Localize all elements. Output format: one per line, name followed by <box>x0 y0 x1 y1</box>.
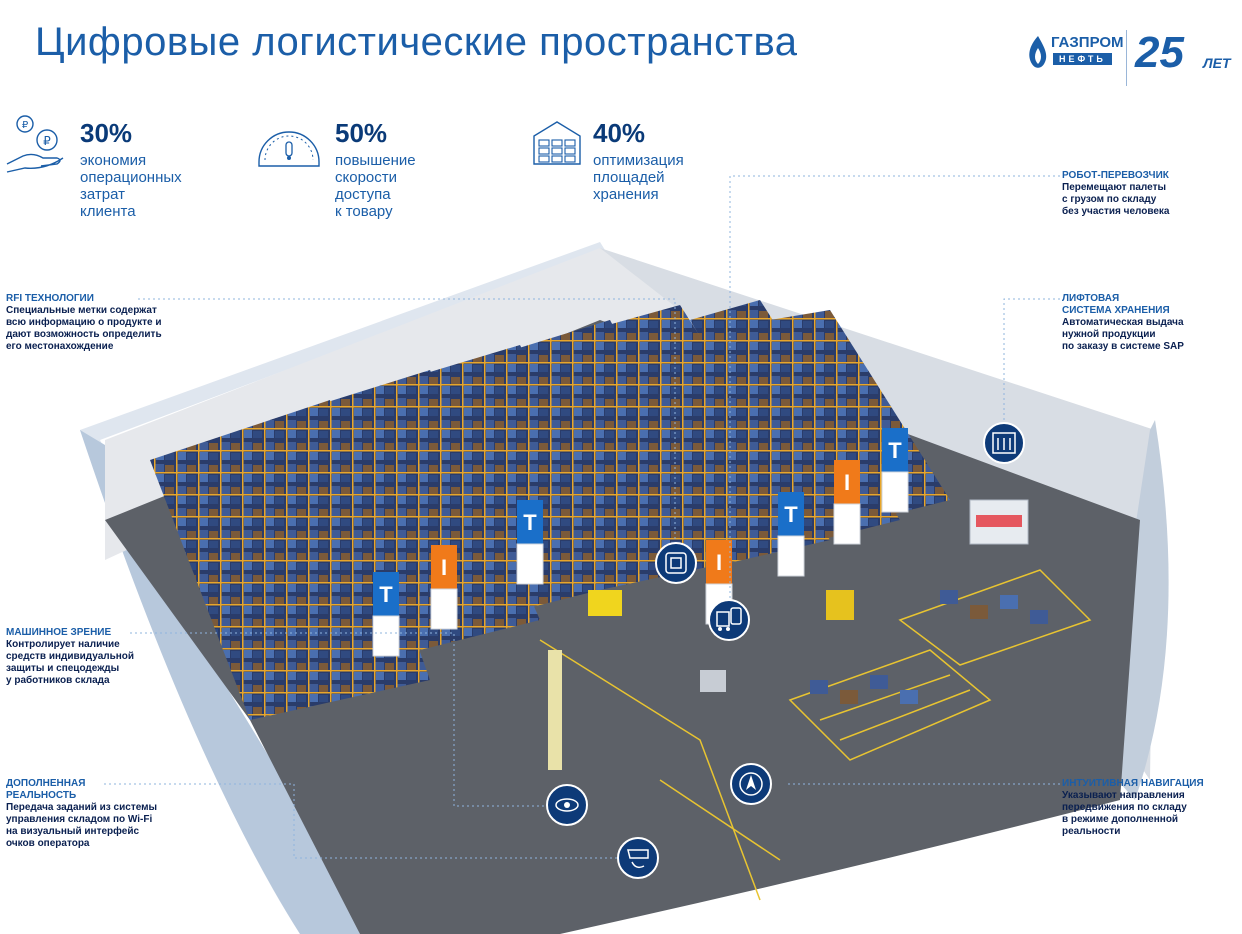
stat-value: 50% <box>335 118 388 148</box>
feature-text: Указывают направления передвижения по ск… <box>1062 790 1187 837</box>
feature-text: Специальные метки содержат всю информаци… <box>6 305 162 352</box>
feature-augmented-reality: ДОПОЛНЕННАЯ РЕАЛЬНОСТЬ Передача заданий … <box>6 778 196 850</box>
rfid-badge <box>655 542 697 584</box>
logo-divider <box>1126 30 1127 86</box>
forklift <box>826 590 854 620</box>
robot-carrier-badge <box>708 599 750 641</box>
augmented-reality-badge <box>617 837 659 879</box>
feature-text: Контролирует наличие средств индивидуаль… <box>6 639 135 686</box>
stat-description: оптимизация площадей хранения <box>593 152 684 203</box>
warehouse-icon <box>533 121 581 165</box>
svg-text:Т: Т <box>379 582 393 607</box>
brand-name: ГАЗПРОМ <box>1051 34 1124 51</box>
stat-description: экономия операционных затрат клиента <box>80 152 182 220</box>
support-pillar <box>548 650 562 770</box>
page-title: Цифровые логистические пространства <box>35 20 798 64</box>
feature-robot-carrier: РОБОТ-ПЕРЕВОЗЧИК Перемещают палеты с гру… <box>1062 170 1237 218</box>
feature-title: RFI ТЕХНОЛОГИИ <box>6 293 94 304</box>
leader-lines <box>104 175 1060 859</box>
banner-blue: Т <box>881 428 909 513</box>
hand-coins-icon: ₽ ₽ <box>6 115 64 173</box>
lift-storage-shelf <box>976 515 1022 527</box>
machine-vision-badge <box>546 784 588 826</box>
stat-description: повышение скорости доступа к товару <box>335 152 416 220</box>
feature-machine-vision: МАШИННОЕ ЗРЕНИЕ Контролирует наличие сре… <box>6 627 186 687</box>
banner-orange: I <box>430 545 458 630</box>
robot-carrier <box>588 590 622 616</box>
feature-text: Передача заданий из системы управления с… <box>6 802 158 849</box>
svg-text:I: I <box>844 470 850 495</box>
banner-blue: Т <box>372 572 400 657</box>
speedometer-icon <box>258 131 320 167</box>
feature-title: ЛИФТОВАЯ СИСТЕМА ХРАНЕНИЯ <box>1062 293 1170 316</box>
feature-text: Автоматическая выдача нужной продукции п… <box>1062 317 1184 352</box>
stat-value: 40% <box>593 118 646 148</box>
floor-markings <box>539 569 1092 901</box>
navigation-badge <box>730 763 772 805</box>
feature-title: ИНТУИТИВНАЯ НАВИГАЦИЯ <box>1062 778 1204 789</box>
stat-value: 30% <box>80 118 133 148</box>
feature-title: РОБОТ-ПЕРЕВОЗЧИК <box>1062 170 1169 181</box>
feature-title: ДОПОЛНЕННАЯ РЕАЛЬНОСТЬ <box>6 778 86 801</box>
banner-blue: Т <box>777 492 805 577</box>
svg-text:₽: ₽ <box>22 120 29 131</box>
banner-blue: Т <box>516 500 544 585</box>
lift-system-badge <box>983 422 1025 464</box>
jubilee-number: 25 <box>1135 28 1184 77</box>
banner-orange: I <box>833 460 861 545</box>
svg-text:Т: Т <box>784 502 798 527</box>
feature-intuitive-navigation: ИНТУИТИВНАЯ НАВИГАЦИЯ Указывают направле… <box>1062 778 1237 838</box>
svg-text:I: I <box>441 555 447 580</box>
feature-lift-storage: ЛИФТОВАЯ СИСТЕМА ХРАНЕНИЯ Автоматическая… <box>1062 293 1237 353</box>
svg-text:Т: Т <box>888 438 902 463</box>
feature-rfi: RFI ТЕХНОЛОГИИ Специальные метки содержа… <box>6 293 206 353</box>
jubilee-word: ЛЕТ <box>1203 55 1231 71</box>
feature-text: Перемещают палеты с грузом по складу без… <box>1062 182 1170 217</box>
svg-text:₽: ₽ <box>43 134 51 148</box>
svg-text:Т: Т <box>523 510 537 535</box>
feature-title: МАШИННОЕ ЗРЕНИЕ <box>6 627 112 638</box>
storage-racks <box>150 300 950 720</box>
svg-text:I: I <box>716 550 722 575</box>
gazprom-neft-logo: ГАЗПРОМ НЕФТЬ 25 ЛЕТ <box>1023 28 1231 86</box>
flame-icon <box>1029 36 1047 68</box>
floor-pallets <box>700 590 1048 704</box>
brand-subname: НЕФТЬ <box>1053 53 1112 65</box>
